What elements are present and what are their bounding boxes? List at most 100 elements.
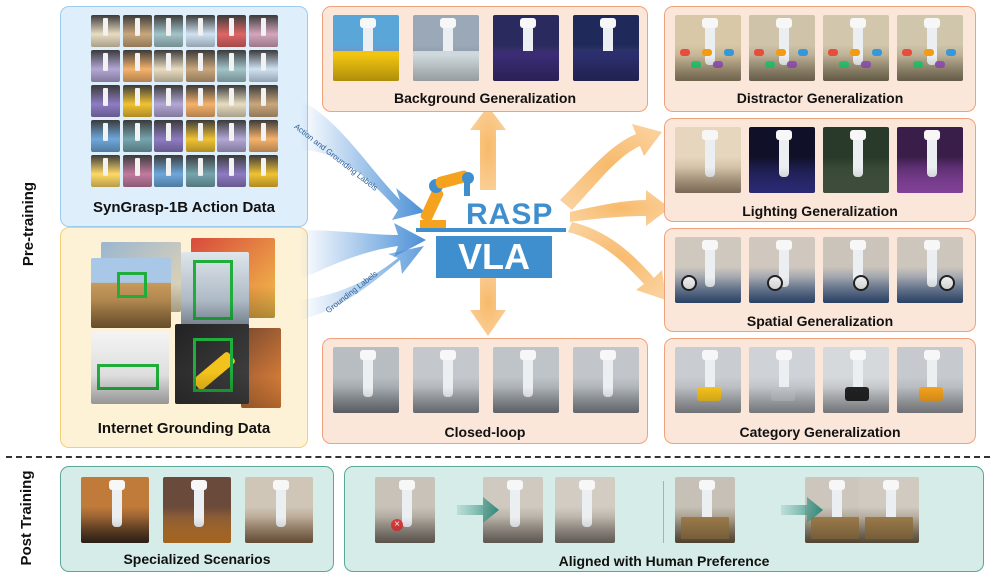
robot-figure: [166, 123, 171, 141]
robot-figure: [103, 53, 108, 71]
closed-photo-3: [493, 347, 559, 413]
robot-figure: [229, 18, 234, 36]
robot-figure: [923, 130, 940, 177]
tablecloth: [333, 51, 399, 81]
specialized-photo-3: [245, 477, 313, 543]
aligned-a-photo-3: [555, 477, 615, 543]
lighting-caption: Lighting Generalization: [742, 203, 898, 219]
robot-figure: [775, 240, 792, 287]
distractor-object: [754, 49, 764, 56]
robot-figure: [923, 240, 940, 287]
specialized-photo-2: [163, 477, 231, 543]
robot-figure: [134, 123, 140, 141]
robot-figure: [507, 480, 523, 527]
logo-underline: [416, 228, 566, 232]
lighting-photo-2: [749, 127, 815, 193]
lighting-photo-4: [897, 127, 963, 193]
syngrasp-sample-image: [185, 85, 215, 117]
robot-figure: [775, 350, 792, 397]
grounding-arrow-lower: [300, 246, 424, 320]
distractor-photo-2: [749, 15, 815, 81]
target-object: [919, 387, 943, 401]
red-x-icon: ×: [391, 519, 403, 531]
closed-loop-caption: Closed-loop: [444, 424, 526, 440]
closed-photo-2: [413, 347, 479, 413]
syngrasp-sample-image: [248, 50, 278, 82]
distractor-object: [765, 61, 775, 68]
grounding-box: [97, 364, 159, 390]
grounding-box: [193, 338, 233, 392]
syngrasp-panel: SynGrasp-1B Action Data: [60, 6, 308, 227]
syngrasp-caption: SynGrasp-1B Action Data: [93, 199, 275, 216]
syngrasp-sample-image: [154, 15, 183, 47]
syngrasp-sample-image: [154, 50, 183, 82]
internet-caption: Internet Grounding Data: [97, 420, 271, 437]
robot-figure: [166, 53, 171, 71]
distractor-object: [691, 61, 701, 68]
syngrasp-sample-image: [217, 15, 246, 47]
syngrasp-sample-image: [185, 155, 215, 187]
ball-object: [681, 275, 697, 291]
distractor-object: [680, 49, 690, 56]
robot-figure: [197, 123, 203, 141]
ball-object: [767, 275, 783, 291]
robot-figure: [439, 18, 456, 65]
distractor-object: [713, 61, 723, 68]
robot-figure: [197, 18, 203, 36]
syngrasp-sample-image: [91, 155, 120, 187]
cardboard-box: [865, 517, 913, 539]
syngrasp-sample-image: [217, 120, 246, 152]
target-object: [845, 387, 869, 401]
robot-figure: [166, 158, 171, 176]
robot-figure: [775, 130, 792, 177]
robot-figure: [103, 158, 108, 176]
logo-badge: VLA: [436, 236, 552, 278]
robot-figure: [197, 53, 203, 71]
distractor-object: [702, 49, 712, 56]
specialized-panel: Specialized Scenarios: [60, 466, 334, 572]
internet-photo-cart: [181, 252, 249, 334]
robot-figure: [229, 123, 234, 141]
specialized-photo-1: [81, 477, 149, 543]
aligned-caption: Aligned with Human Preference: [558, 553, 770, 569]
cardboard-box: [681, 517, 729, 539]
robot-figure: [260, 53, 266, 71]
robot-figure: [775, 18, 792, 65]
syngrasp-sample-image: [122, 85, 152, 117]
robot-figure: [359, 18, 376, 65]
distractor-photo-1: [675, 15, 741, 81]
distractor-object: [872, 49, 882, 56]
internet-photo-tool: [175, 324, 249, 404]
robot-figure: [701, 240, 718, 287]
background-photo-2: [413, 15, 479, 81]
generalization-arrows: [470, 106, 670, 336]
robot-figure: [519, 18, 536, 65]
post-training-label: Post Training: [18, 470, 35, 566]
syngrasp-sample-image: [217, 50, 246, 82]
robot-figure: [923, 18, 940, 65]
robot-figure: [260, 123, 266, 141]
distractor-object: [839, 61, 849, 68]
closed-photo-1: [333, 347, 399, 413]
category-photo-4: [897, 347, 963, 413]
syngrasp-sample-image: [91, 15, 120, 47]
robot-figure: [197, 158, 203, 176]
robot-figure: [134, 53, 140, 71]
teal-arrow-icon: [457, 497, 499, 528]
syngrasp-sample-image: [154, 85, 183, 117]
robot-figure: [134, 88, 140, 106]
distractor-object: [828, 49, 838, 56]
syngrasp-sample-image: [122, 120, 152, 152]
robot-figure: [166, 88, 171, 106]
robot-figure: [829, 480, 845, 527]
logo-word-top: RASP: [466, 198, 554, 231]
robot-figure: [701, 350, 718, 397]
internet-photo-field: [91, 258, 171, 328]
spatial-photo-2: [749, 237, 815, 303]
robot-figure: [108, 480, 125, 527]
category-caption: Category Generalization: [739, 424, 901, 440]
distractor-object: [902, 49, 912, 56]
robot-figure: [272, 480, 289, 527]
distractor-object: [935, 61, 945, 68]
spatial-photo-1: [675, 237, 741, 303]
